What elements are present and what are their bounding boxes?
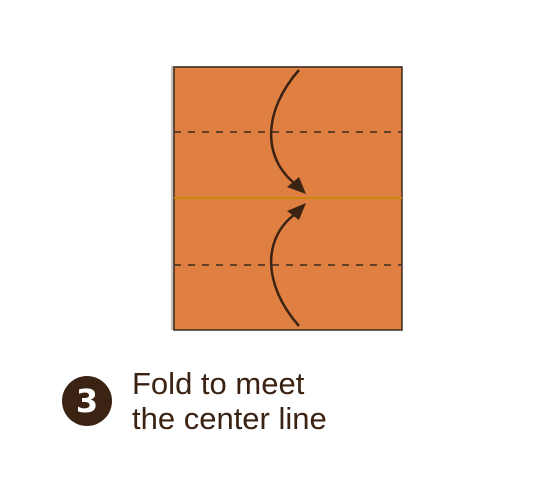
folding-diagram	[171, 66, 403, 331]
curved-arrow-down-icon	[270, 69, 306, 194]
step-instruction: 3 Fold to meet the center line	[62, 366, 327, 436]
instruction-line-1: Fold to meet	[132, 366, 305, 401]
instruction-text: Fold to meet the center line	[132, 366, 327, 436]
step-number-badge: 3	[62, 376, 112, 426]
instruction-line-2: the center line	[132, 401, 327, 436]
curved-arrow-up-icon	[270, 203, 306, 327]
